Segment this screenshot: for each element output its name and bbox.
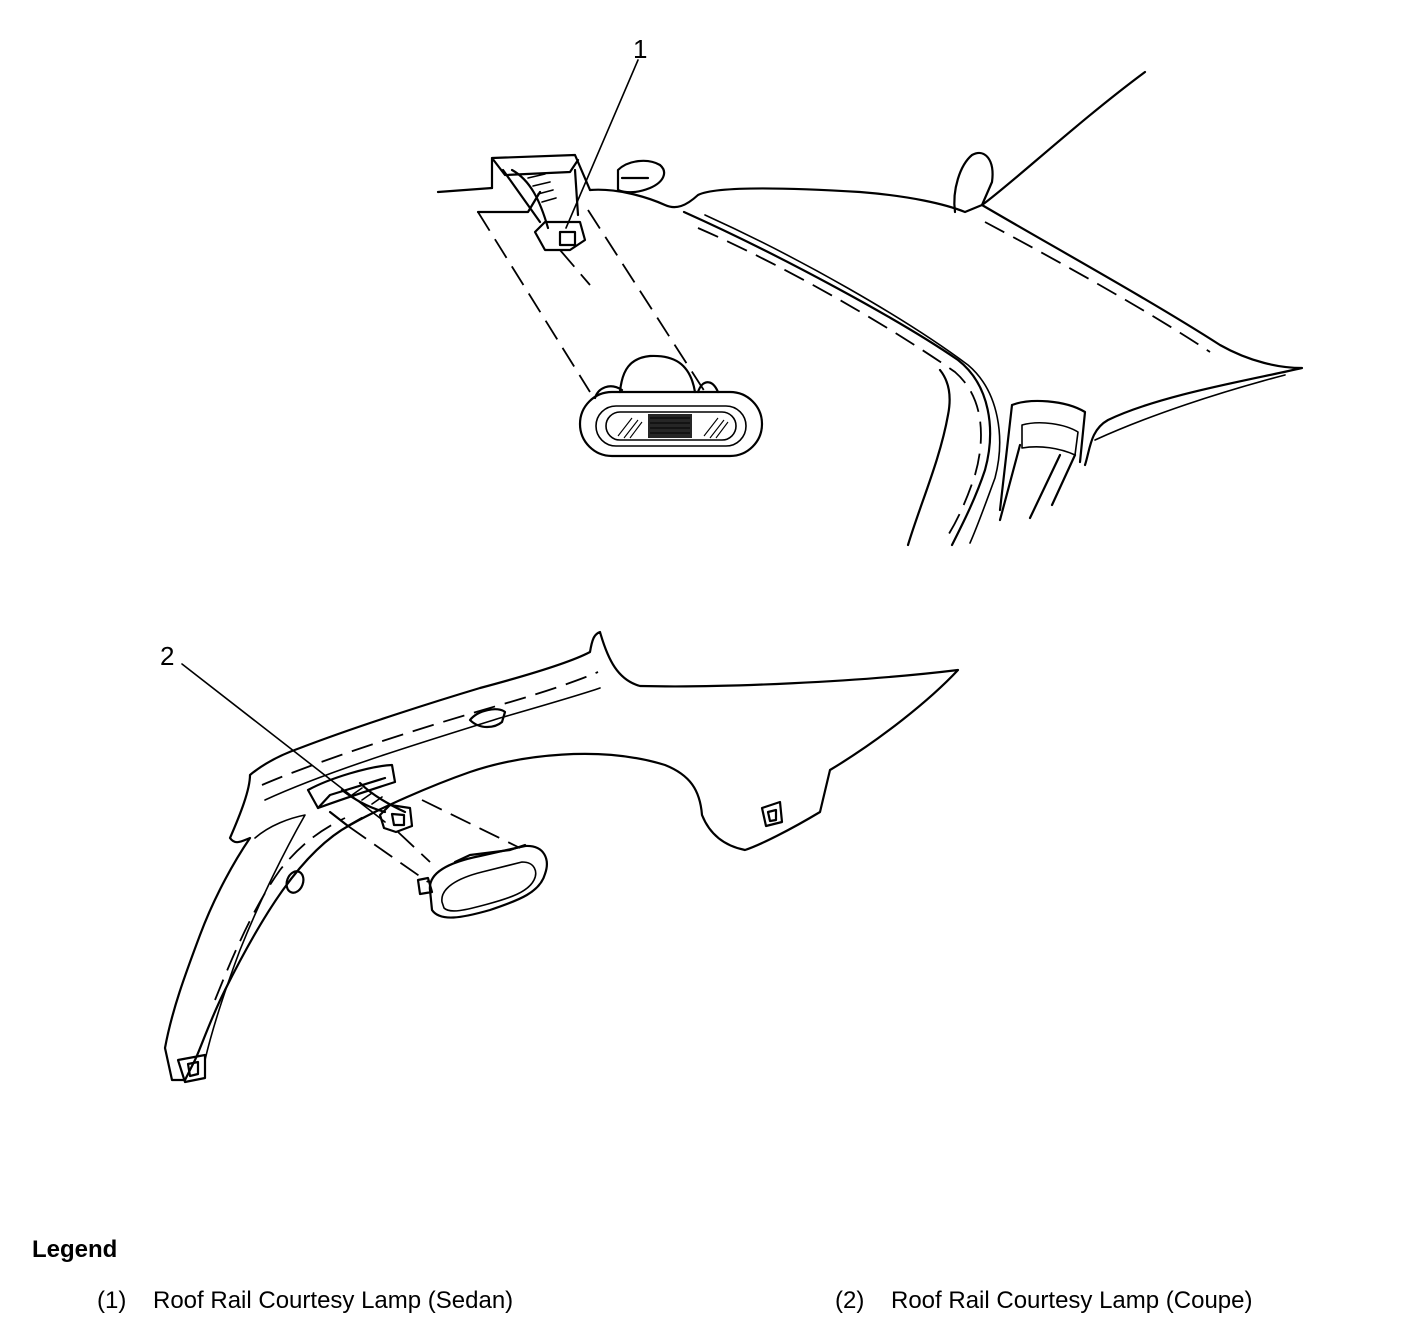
callout-1-label: 1: [633, 34, 647, 64]
sedan-switch-lines: [650, 417, 690, 434]
coupe-lamp-opening: [306, 763, 397, 810]
sedan-rear-seam: [984, 221, 1211, 353]
sedan-cutout: [476, 190, 542, 214]
legend-item-label: Roof Rail Courtesy Lamp (Coupe): [891, 1287, 1253, 1314]
callout-1-leader: [565, 59, 639, 229]
sedan-lamp-connector-wire: [501, 168, 580, 230]
legend-item-number: (1): [97, 1287, 127, 1314]
legend-item-coupe: (2) Roof Rail Courtesy Lamp (Coupe): [835, 1287, 1253, 1315]
coupe-wire-hatch: [351, 787, 383, 805]
coupe-opening-lip: [316, 776, 387, 810]
sedan-lamp-lens-frame: [595, 405, 747, 447]
callout-2-leader: [181, 663, 386, 823]
callout-2-label: 2: [160, 641, 174, 671]
coupe-trim-hole: [285, 870, 305, 894]
sedan-pillar-seam: [697, 227, 982, 541]
legend-item-label: Roof Rail Courtesy Lamp (Sedan): [153, 1287, 514, 1314]
coupe-assembly-line-right: [421, 799, 521, 849]
sedan-wire-hatch: [527, 173, 557, 203]
sedan-rear-inner: [1094, 374, 1286, 441]
sedan-clip: [616, 159, 666, 194]
sedan-roof-rail-view: 1: [436, 34, 1304, 547]
coupe-side-clip: [760, 800, 784, 828]
coupe-assembly-line-left: [347, 825, 429, 883]
legend-item-sedan: (1) Roof Rail Courtesy Lamp (Sedan): [97, 1287, 513, 1315]
roof-rail-lamp-illustration: 1 2: [160, 34, 1304, 1084]
sedan-rear-roof: [980, 203, 1304, 467]
sedan-rear-grip: [998, 399, 1087, 522]
sedan-pillar-outer: [682, 210, 992, 547]
coupe-connector-wire: [340, 781, 407, 814]
coupe-lamp-bezel: [428, 844, 548, 919]
coupe-lamp-tab: [416, 876, 434, 896]
sedan-grip-opening: [1021, 422, 1079, 456]
coupe-quarter-trim-view: 2: [160, 630, 960, 1084]
coupe-courtesy-lamp: [416, 843, 548, 919]
sedan-lens-hatching: [617, 417, 729, 439]
coupe-connector: [378, 803, 414, 834]
sedan-lamp-lens: [605, 411, 737, 441]
coupe-trim-pillar-edge: [204, 814, 306, 1061]
legend-title: Legend: [32, 1236, 118, 1263]
coupe-trim-seam-upper: [261, 671, 599, 786]
sedan-pillar-inner: [704, 214, 1001, 544]
sedan-connector: [533, 220, 587, 252]
sedan-assembly-line-right: [587, 209, 706, 393]
sedan-lamp-opening: [490, 153, 592, 192]
sedan-lamp-bezel: [578, 390, 764, 458]
sedan-headliner-edge: [436, 70, 1147, 214]
coupe-cutout: [328, 810, 364, 828]
coupe-assembly-line-center: [397, 831, 431, 863]
sedan-assembly-line-center: [559, 249, 591, 286]
coupe-lamp-lens: [441, 861, 537, 912]
coupe-trim-outline: [163, 630, 960, 1082]
sedan-door-edge: [906, 368, 951, 547]
legend-item-number: (2): [835, 1287, 865, 1314]
coupe-trim-slot: [468, 708, 507, 729]
coupe-trim-seam-lower: [214, 817, 346, 1001]
illustration-svg: 1 2: [160, 34, 1304, 1084]
coupe-bottom-clip: [176, 1053, 207, 1084]
sedan-courtesy-lamp: [578, 354, 764, 458]
sedan-lamp-housing: [618, 354, 697, 394]
coupe-trim-inner-edge: [264, 687, 601, 801]
sedan-assembly-line-left: [477, 211, 591, 393]
sedan-pillar-top: [953, 152, 994, 214]
